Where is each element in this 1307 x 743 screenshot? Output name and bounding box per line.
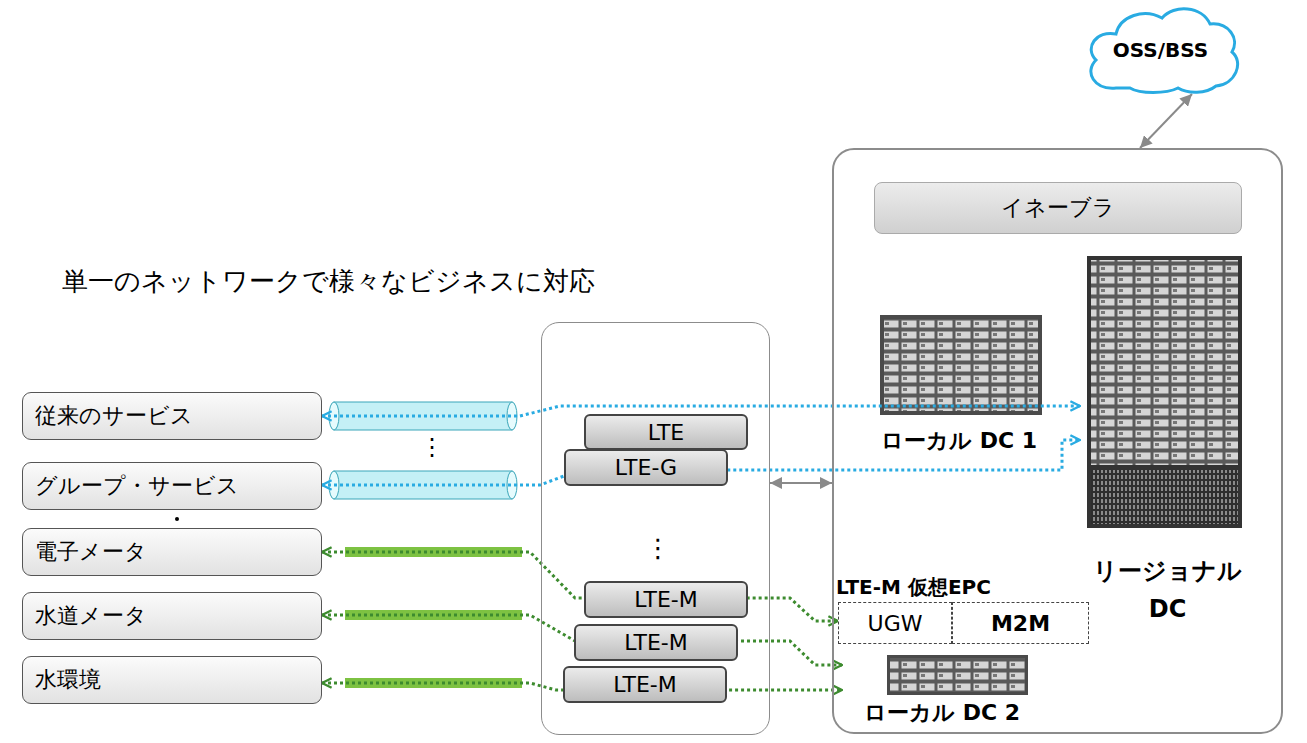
ellipsis-mark-holder: ⋮ <box>420 433 444 462</box>
ellipsis-mark: ⋮ <box>420 433 444 462</box>
m2m-box: M2M <box>952 602 1089 644</box>
slice-box: LTE-M <box>584 581 748 618</box>
regional-dc-node: リージョナル DC <box>1080 256 1255 629</box>
slice-box: LTE <box>584 414 748 450</box>
cloud-shape: OSS/BSS <box>1078 2 1243 94</box>
enabler-box: イネーブラ <box>874 182 1242 234</box>
rack-picture <box>1087 256 1242 528</box>
slice-box: LTE-M <box>574 624 738 661</box>
rack-grille <box>1091 470 1238 524</box>
node-text: UGW <box>868 611 923 636</box>
node-text: LTE-M <box>624 630 688 655</box>
dot-mark <box>175 517 179 521</box>
cloud-path <box>1091 9 1238 93</box>
server-picture <box>887 655 1028 695</box>
server-picture <box>880 315 1042 415</box>
slice-box: LTE-M <box>563 666 727 703</box>
group-label-holder: LTE-M 仮想EPC <box>836 575 991 599</box>
ellipsis-mark-holder: ⋮ <box>645 533 669 564</box>
network-frame: LTE LTE-G LTE-M LTE-M LTE-M <box>541 322 770 735</box>
node-text: イネーブラ <box>1001 193 1115 223</box>
node-text: ローカル DC 1 <box>864 428 1054 454</box>
node-text: リージョナル DC <box>1088 552 1248 629</box>
node-text: LTE <box>648 420 685 445</box>
local-dc-node: ローカル DC 1 <box>864 314 1054 454</box>
connector-line <box>1140 94 1192 148</box>
connector-line <box>322 615 842 665</box>
slice-box: LTE-G <box>564 449 728 486</box>
node-text: LTE-G <box>615 455 677 480</box>
service-box: 水環境 <box>22 656 322 704</box>
node-text: LTE-M <box>634 587 698 612</box>
server-slots <box>884 319 1038 411</box>
node-text: 水環境 <box>35 665 101 695</box>
node-text: 電子メータ <box>35 537 147 567</box>
heading-text-holder: 単一のネットワークで様々なビジネスに対応 <box>62 266 595 297</box>
node-text: OSS/BSS <box>1113 38 1208 62</box>
node-text: 従来のサービス <box>35 401 193 431</box>
node-text: ローカル DC 2 <box>842 700 1042 726</box>
ugw-box: UGW <box>838 602 952 644</box>
rack-slots <box>1091 260 1238 465</box>
service-box: 水道メータ <box>22 592 322 640</box>
node-text: グループ・サービス <box>35 471 239 501</box>
connector-line <box>770 482 832 484</box>
connector-line <box>322 552 838 621</box>
ellipsis-mark: ⋮ <box>645 533 669 564</box>
server-slots <box>890 658 1025 692</box>
node-text: M2M <box>991 611 1050 636</box>
node-text: 水道メータ <box>35 601 147 631</box>
service-box: 電子メータ <box>22 528 322 576</box>
local-dc-node: ローカル DC 2 <box>842 654 1042 726</box>
group-label: LTE-M 仮想EPC <box>836 575 991 599</box>
node-text: LTE-M <box>613 672 677 697</box>
datacenter-frame: イネーブラローカル DC 1 リージョナル DC UGW M2M ローカル DC 2 <box>832 148 1283 734</box>
heading-text: 単一のネットワークで様々なビジネスに対応 <box>62 266 595 297</box>
service-box: 従来のサービス <box>22 392 322 440</box>
service-box: グループ・サービス <box>22 462 322 510</box>
